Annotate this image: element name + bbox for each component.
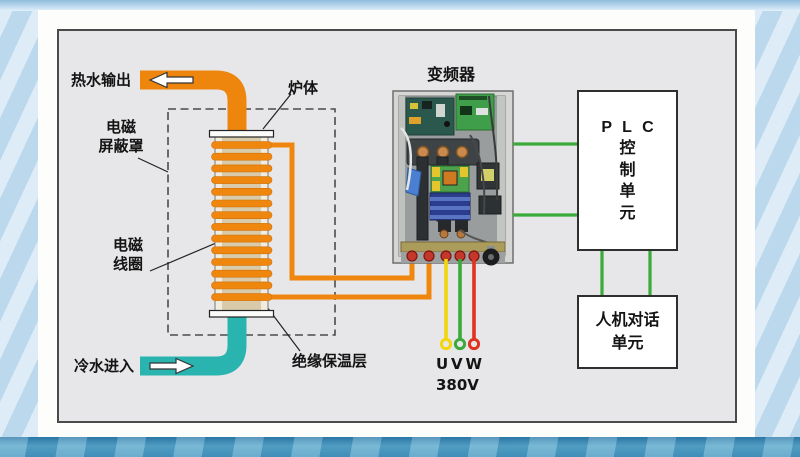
insulation-layer-label: 绝缘保温层 — [292, 353, 368, 370]
transformer-core — [481, 169, 494, 181]
pcb-connector — [432, 181, 440, 191]
power-terminal — [406, 250, 418, 262]
igbt-terminal — [438, 220, 451, 232]
copper-lug — [455, 145, 469, 159]
phase-w-label: W — [465, 355, 482, 373]
pcb-component — [460, 106, 472, 115]
pcb-transformer — [442, 170, 458, 186]
pcb-component — [409, 117, 421, 124]
coil-to-inverter-wire-1 — [262, 142, 415, 281]
coil-turn — [211, 258, 273, 266]
coil-turn — [211, 293, 273, 301]
cabinet-bottom-band — [401, 252, 505, 263]
furnace-coil-assembly — [208, 129, 275, 318]
coil-label-line1: 电磁 — [112, 237, 143, 254]
capacitor-stripe — [430, 215, 470, 219]
hmi-label-line1: 人机对话 — [595, 312, 660, 329]
coil-turn — [211, 199, 273, 208]
black-cable — [469, 134, 486, 215]
coil-turn — [211, 223, 273, 231]
black-cable — [488, 95, 499, 201]
shield-label: 电磁 屏蔽罩 — [90, 118, 152, 156]
busbar — [416, 156, 429, 241]
coil-turn — [211, 269, 273, 278]
phase-u-label: U — [436, 355, 449, 373]
coil-turn — [211, 246, 273, 255]
phase-labels: U V W — [436, 355, 482, 373]
copper-lug — [436, 145, 450, 159]
furnace-body-label: 炉体 — [288, 80, 319, 97]
plc-label-line4: 单 — [619, 183, 636, 201]
phase-v-label: V — [451, 355, 463, 373]
shield-label-line2: 屏蔽罩 — [98, 138, 144, 155]
ring-terminal-w — [467, 337, 481, 351]
cabinet-left-wall — [399, 96, 405, 256]
inverter-cabinet — [392, 90, 514, 266]
current-transformer-hole — [488, 254, 494, 260]
hot-water-output-label: 热水输出 — [71, 72, 132, 89]
hot-water-flow-arrow-icon — [148, 71, 194, 89]
hmi-label-line2: 单元 — [611, 335, 644, 352]
capacitor-stripe — [430, 197, 470, 201]
coil-turn — [211, 164, 273, 173]
coil-turn — [211, 152, 273, 161]
cold-water-pipe — [140, 316, 247, 376]
power-terminal — [423, 250, 435, 262]
pcb-component — [436, 104, 445, 117]
white-cable — [400, 127, 413, 191]
coil-label-line2: 线圈 — [112, 256, 143, 273]
coil-turn — [211, 176, 273, 184]
pcb-component — [410, 103, 418, 109]
background-top-wave-band — [0, 0, 800, 11]
plc-label-line1: P L C — [601, 118, 654, 136]
cold-water-flow-arrow-icon — [149, 357, 195, 375]
ring-terminal-u — [439, 337, 453, 351]
shield-dashed-outline — [167, 108, 336, 336]
plc-control-unit-box: P L C 控 制 单 元 — [577, 90, 678, 251]
pcb-connector — [460, 167, 468, 177]
copper-lug — [439, 229, 449, 239]
coil-turn — [211, 188, 273, 196]
shield-leader-line — [137, 157, 169, 173]
hot-water-pipe — [140, 70, 247, 132]
coil-turn — [211, 281, 273, 290]
igbt-terminal — [455, 220, 468, 232]
insulation-bottom-plate — [208, 309, 275, 318]
voltage-label: 380V — [436, 376, 479, 394]
coil-label: 电磁 线圈 — [104, 236, 152, 274]
plc-label-line2: 控 — [619, 140, 636, 158]
copper-lug — [416, 145, 430, 159]
pcb-component — [476, 108, 488, 115]
inverter-label: 变频器 — [427, 67, 476, 84]
ring-terminal-v — [453, 337, 467, 351]
plc-label-line5: 元 — [619, 204, 636, 222]
pcb-component — [459, 96, 487, 100]
furnace-leader-line — [262, 93, 292, 130]
cabinet-right-wall — [497, 96, 505, 256]
pcb-connector — [432, 167, 440, 177]
pcb-component — [422, 101, 432, 109]
coil-turn — [211, 211, 273, 219]
coil-turn — [211, 234, 273, 243]
coil-to-inverter-wire-2 — [262, 254, 432, 300]
background-bottom-wave-band — [0, 437, 800, 457]
coil-turn — [211, 141, 273, 149]
plc-label-line3: 制 — [619, 161, 636, 179]
hmi-unit-box: 人机对话 单元 — [577, 295, 678, 369]
cold-water-inlet-label: 冷水进入 — [74, 358, 135, 375]
furnace-top-plate — [208, 129, 275, 138]
pcb-component — [444, 121, 450, 127]
shield-label-line1: 电磁 — [105, 119, 136, 136]
capacitor-stripe — [430, 206, 470, 210]
